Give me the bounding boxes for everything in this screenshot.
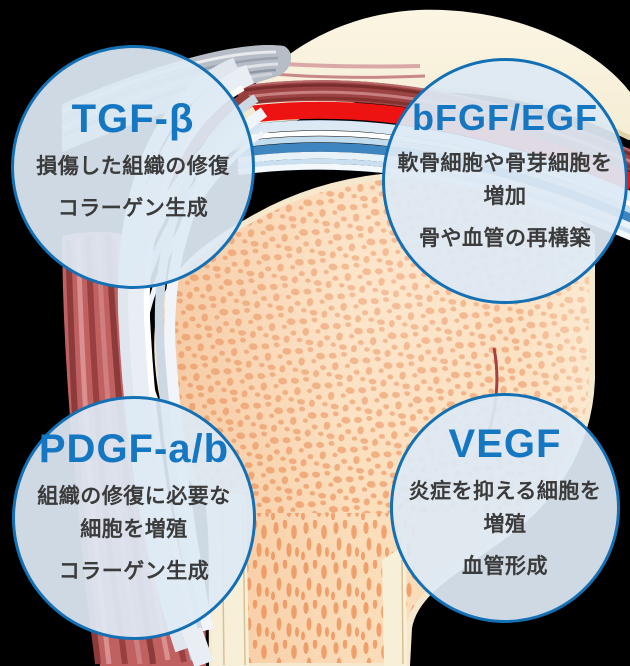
text-line: コラーゲン生成: [57, 196, 209, 220]
callout-bfgf-egf-desc-1: 軟骨細胞や骨芽細胞を 増加: [398, 147, 613, 213]
text-line: 軟骨細胞や骨芽細胞を: [397, 151, 613, 175]
text-line: 炎症を抑える細胞を: [408, 480, 602, 503]
text-line: 増殖: [483, 513, 527, 536]
callout-pdgf-ab: PDGF-a/b 組織の修復に必要な 細胞を増殖 コラーゲン生成: [12, 396, 256, 640]
callout-tgf-beta-desc-2: コラーゲン生成: [58, 192, 209, 225]
text-line: 血管形成: [462, 555, 548, 578]
callout-vegf-desc-1: 炎症を抑える細胞を 増殖: [409, 475, 602, 541]
callout-tgf-beta-desc-1: 損傷した組織の修復: [36, 150, 230, 183]
text-line: 損傷した組織の修復: [36, 154, 230, 178]
callout-bfgf-egf-desc-2: 骨や血管の再構築: [419, 222, 591, 255]
callout-vegf-title: VEGF: [448, 422, 562, 466]
callout-pdgf-ab-desc-2: コラーゲン生成: [59, 555, 210, 588]
callout-bfgf-egf-title: bFGF/EGF: [412, 97, 598, 139]
callout-tgf-beta-title: TGF-β: [71, 96, 195, 141]
text-line: 組織の修復に必要な: [37, 485, 231, 508]
callout-tgf-beta: TGF-β 損傷した組織の修復 コラーゲン生成: [11, 45, 255, 289]
callout-vegf-desc-2: 血管形成: [462, 550, 548, 583]
text-line: コラーゲン生成: [58, 560, 210, 583]
callout-pdgf-ab-title: PDGF-a/b: [38, 427, 230, 471]
callout-pdgf-ab-desc-1: 組織の修復に必要な 細胞を増殖: [37, 480, 231, 546]
callout-vegf: VEGF 炎症を抑える細胞を 増殖 血管形成: [390, 393, 620, 623]
text-line: 骨や血管の再構築: [419, 226, 591, 250]
callout-bfgf-egf: bFGF/EGF 軟骨細胞や骨芽細胞を 増加 骨や血管の再構築: [382, 58, 628, 304]
text-line: 増加: [483, 184, 527, 208]
text-line: 細胞を増殖: [80, 518, 188, 541]
